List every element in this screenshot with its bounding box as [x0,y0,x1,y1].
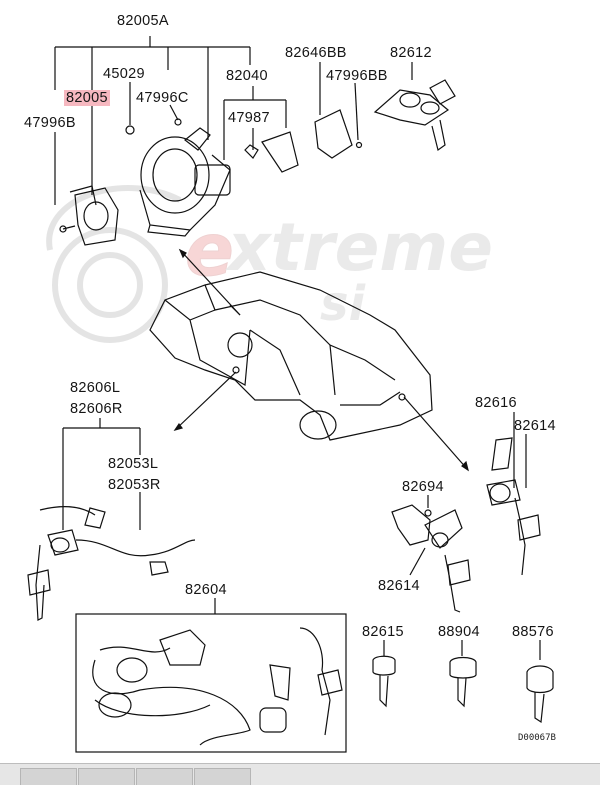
label-82606L[interactable]: 82606L [70,380,121,396]
bottom-tab[interactable] [194,768,251,785]
label-82005A[interactable]: 82005A [117,13,169,29]
label-82606R[interactable]: 82606R [70,401,123,417]
label-47987[interactable]: 47987 [228,110,270,126]
label-82604[interactable]: 82604 [185,582,227,598]
label-82646BB[interactable]: 82646BB [285,45,347,61]
bottom-tab[interactable] [20,768,77,785]
label-47996C[interactable]: 47996C [136,90,189,106]
label-82040[interactable]: 82040 [226,68,268,84]
label-82053L[interactable]: 82053L [108,456,159,472]
label-82614-right[interactable]: 82614 [514,418,556,434]
label-82615[interactable]: 82615 [362,624,404,640]
diagram-code: D00067B [518,733,556,743]
label-82694[interactable]: 82694 [402,479,444,495]
bottom-tab[interactable] [78,768,135,785]
label-82053R[interactable]: 82053R [108,477,161,493]
label-82614-center[interactable]: 82614 [378,578,420,594]
label-82612[interactable]: 82612 [390,45,432,61]
label-88904[interactable]: 88904 [438,624,480,640]
label-47996B[interactable]: 47996B [24,115,76,131]
label-47996BB[interactable]: 47996BB [326,68,388,84]
label-45029[interactable]: 45029 [103,66,145,82]
label-88576[interactable]: 88576 [512,624,554,640]
label-82005[interactable]: 82005 [64,90,110,106]
label-82616[interactable]: 82616 [475,395,517,411]
bottom-tab[interactable] [136,768,193,785]
